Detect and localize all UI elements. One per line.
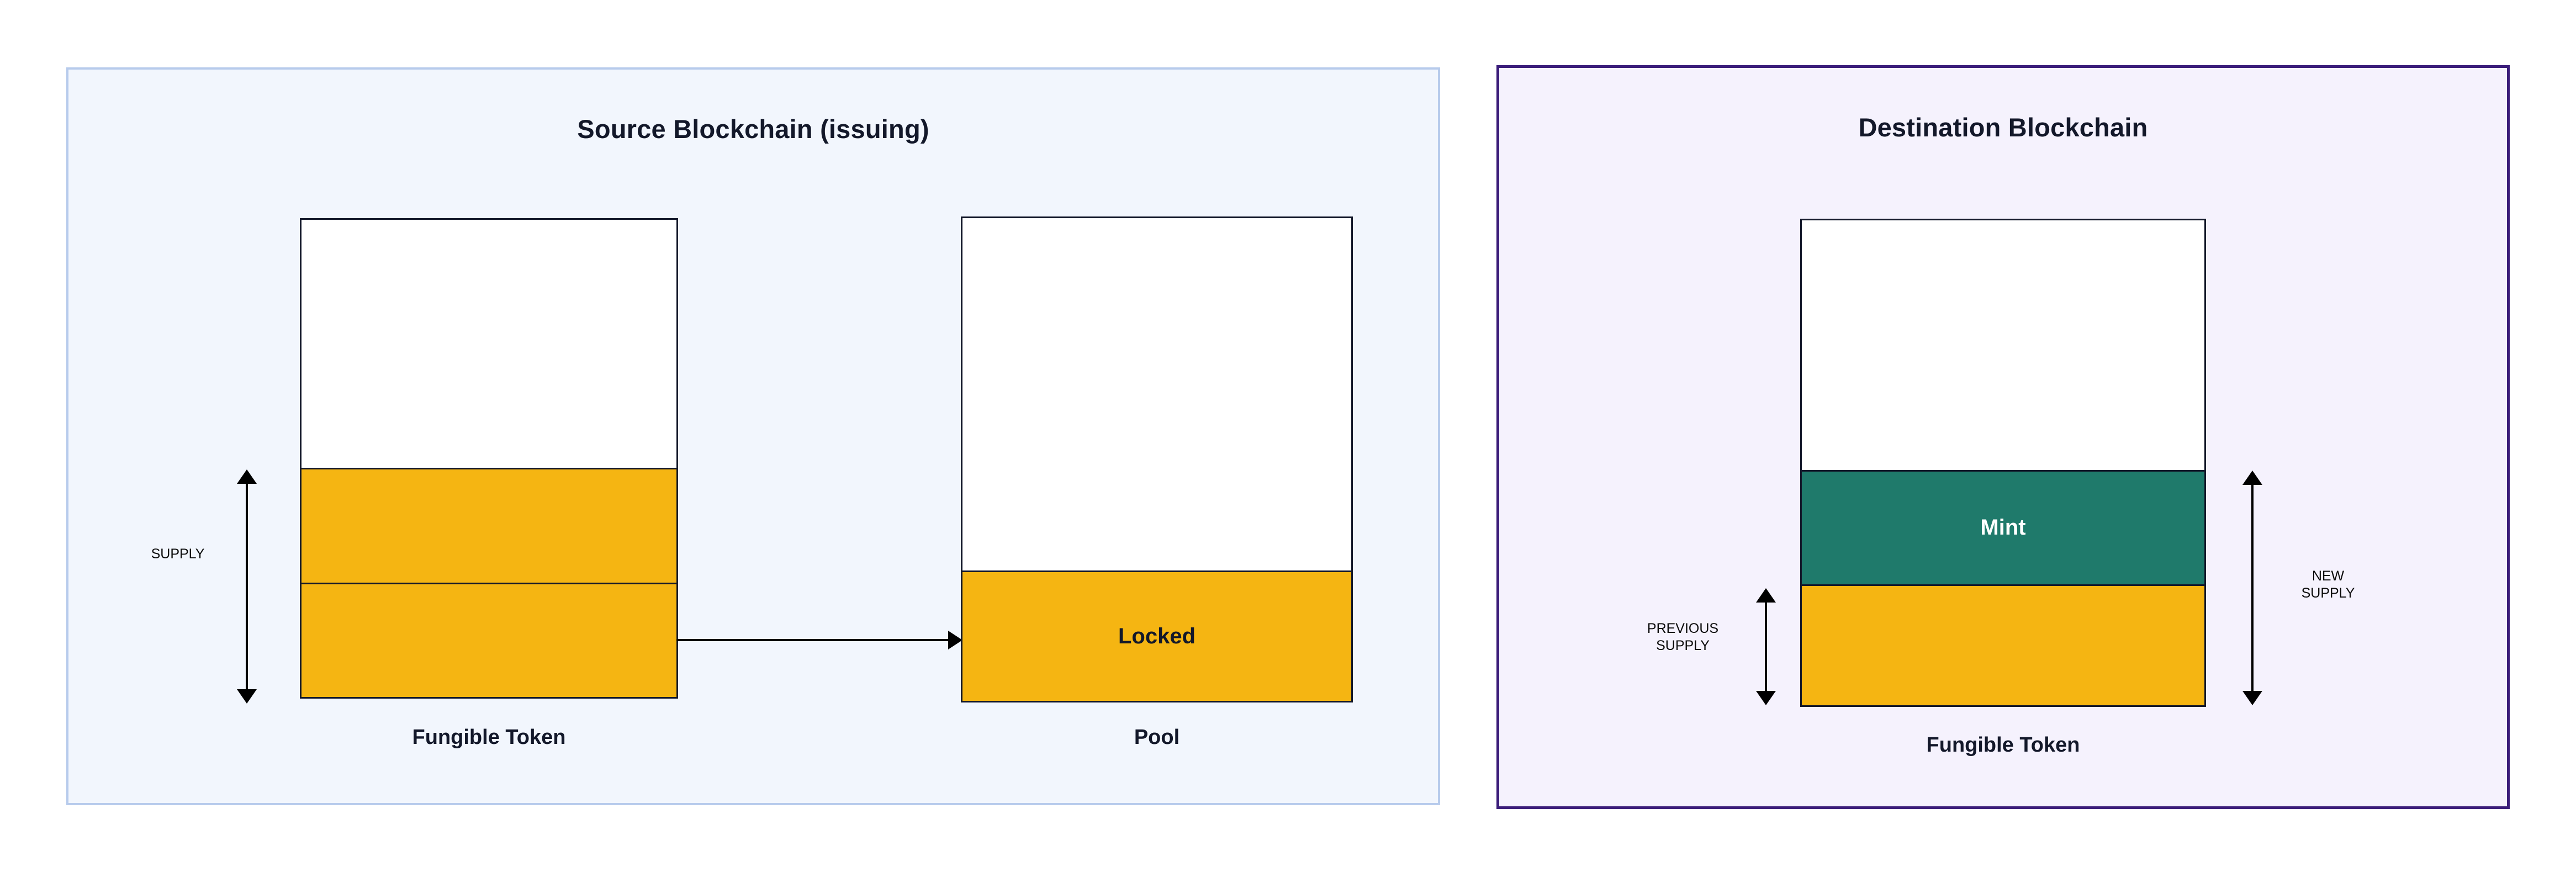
arrow-head-right-icon [948,631,962,649]
arrow-head-up-icon [2242,471,2262,485]
new-supply-measure-arrow [2241,471,2263,705]
mint-label: Mint [1980,515,2026,540]
pool-bar-segment-empty [962,218,1351,570]
arrow-head-down-icon [1756,691,1776,705]
transfer-arrow [676,624,962,657]
source-fungible-token-bar [300,218,678,699]
arrow-head-down-icon [237,689,257,704]
arrow-shaft [676,639,951,641]
supply-measure-arrow [236,469,258,704]
destination-fungible-token-bar: Mint [1800,219,2206,707]
new-supply-measure-label: NEW SUPPLY [2301,568,2355,601]
arrow-shaft [1765,600,1767,693]
arrow-shaft [246,482,248,691]
source-panel-title: Source Blockchain (issuing) [577,114,929,144]
source-fungible-token-caption: Fungible Token [412,726,566,749]
locked-label: Locked [1118,624,1196,649]
source-blockchain-panel: Source Blockchain (issuing) Fungible Tok… [66,67,1440,805]
destination-fungible-token-caption: Fungible Token [1926,733,2080,757]
token-bar-segment-empty [301,220,676,468]
dest-token-bar-segment-mint: Mint [1802,470,2204,584]
previous-supply-measure-arrow [1755,588,1777,705]
destination-blockchain-panel: Destination Blockchain Mint Fungible Tok… [1496,65,2510,809]
destination-panel-title: Destination Blockchain [1858,113,2148,142]
dest-token-bar-segment-previous [1802,584,2204,705]
supply-measure-label: SUPPLY [151,546,205,562]
token-bar-segment-remaining [301,468,676,583]
pool-bar-segment-locked: Locked [962,570,1351,701]
source-pool-bar: Locked [961,216,1353,702]
arrow-head-up-icon [237,469,257,484]
previous-supply-measure-label: PREVIOUS SUPPLY [1647,621,1719,654]
source-pool-caption: Pool [1134,726,1180,749]
arrow-shaft [2251,483,2254,693]
arrow-head-up-icon [1756,588,1776,603]
dest-token-bar-segment-empty [1802,220,2204,470]
token-bar-segment-transferred [301,582,676,697]
arrow-head-down-icon [2242,691,2262,705]
